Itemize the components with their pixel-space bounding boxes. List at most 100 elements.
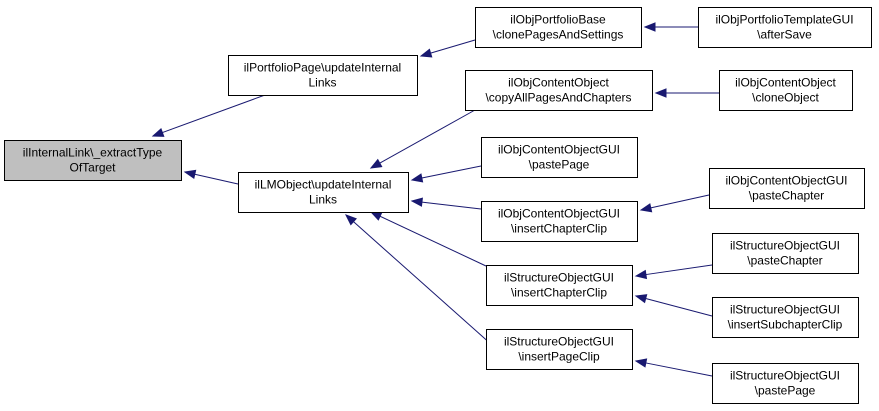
node-label-line: ilObjContentObjectGUI [498, 143, 620, 157]
edge-line [353, 221, 493, 346]
node-box [486, 329, 633, 370]
graph-node[interactable]: ilStructureObjectGUI\insertSubchapterCli… [712, 297, 859, 338]
node-box [712, 297, 859, 338]
arrowhead-icon [410, 197, 423, 207]
node-label-line: \pasteChapter [747, 254, 822, 268]
edge-n8-n4 [410, 197, 482, 210]
node-label-line: ilObjContentObjectGUI [725, 174, 847, 188]
node-label-line: ilObjPortfolioTemplateGUI [715, 13, 853, 27]
edges-layer [151, 22, 719, 377]
edge-n6-n5 [654, 88, 719, 98]
node-label-line: ilInternalLink\_extractType [23, 146, 163, 160]
edge-line [162, 94, 266, 134]
edge-line [421, 201, 482, 210]
arrowhead-icon [419, 48, 433, 58]
graph-node[interactable]: ilObjPortfolioTemplateGUI\afterSave [698, 7, 872, 48]
node-label-line: ilObjContentObject [735, 76, 836, 90]
node-label-line: ilStructureObjectGUI [504, 271, 614, 285]
arrowhead-icon [634, 269, 648, 280]
edge-line [650, 194, 710, 209]
arrowhead-icon [654, 88, 667, 98]
node-label-line: \pastePage [755, 384, 816, 398]
node-label-line: ilObjContentObjectGUI [498, 207, 620, 221]
arrowhead-icon [151, 127, 165, 137]
node-box [481, 201, 638, 242]
graph-node[interactable]: ilStructureObjectGUI\insertChapterClip [486, 265, 633, 306]
edge-line [421, 165, 482, 179]
graph-node[interactable]: ilObjContentObject\copyAllPagesAndChapte… [465, 70, 653, 111]
node-box [486, 265, 633, 306]
node-label-line: \insertChapterClip [511, 222, 607, 236]
node-box [238, 172, 409, 213]
arrowhead-icon [639, 203, 653, 213]
graph-node[interactable]: ilStructureObjectGUI\pastePage [712, 363, 859, 404]
arrowhead-icon [344, 214, 357, 226]
node-label-line: ilLMObject\updateInternal [255, 178, 392, 192]
node-label-line: \clonePagesAndSettings [493, 28, 624, 42]
node-label-line: Links [308, 76, 336, 90]
edge-line [430, 39, 476, 54]
edge-n7-n4 [410, 165, 482, 183]
node-box [712, 233, 859, 274]
node-box [719, 70, 853, 111]
node-label-line: \pasteChapter [749, 189, 824, 203]
node-box [481, 137, 638, 178]
edge-n3-n2 [643, 22, 698, 32]
arrowhead-icon [369, 211, 383, 221]
edge-n4-n0 [183, 169, 239, 185]
node-box [465, 70, 653, 111]
edge-line [645, 298, 713, 317]
arrowhead-icon [410, 173, 424, 183]
graph-node[interactable]: ilStructureObjectGUI\pasteChapter [712, 233, 859, 274]
node-label-line: ilStructureObjectGUI [504, 335, 614, 349]
node-label-line: OfTarget [69, 161, 116, 175]
arrowhead-icon [634, 294, 648, 304]
node-box [712, 363, 859, 404]
node-label-line: ilObjContentObject [508, 76, 609, 90]
node-label-line: \insertChapterClip [511, 286, 607, 300]
arrowhead-icon [634, 358, 648, 368]
arrowhead-icon [643, 22, 656, 32]
edge-line [645, 264, 713, 276]
edge-line [194, 173, 239, 185]
edge-line [645, 362, 713, 377]
node-box [228, 55, 418, 96]
node-label-line: ilObjPortfolioBase [510, 13, 606, 27]
graph-node[interactable]: ilObjPortfolioBase\clonePagesAndSettings [475, 7, 642, 48]
node-label-line: \afterSave [757, 28, 812, 42]
edge-line [379, 109, 476, 164]
node-label-line: \cloneObject [752, 91, 819, 105]
graph-node[interactable]: ilObjContentObjectGUI\insertChapterClip [481, 201, 638, 242]
node-box [698, 7, 872, 48]
graph-node[interactable]: ilStructureObjectGUI\insertPageClip [486, 329, 633, 370]
node-label-line: \copyAllPagesAndChapters [485, 91, 631, 105]
graph-node[interactable]: ilObjContentObject\cloneObject [719, 70, 853, 111]
graph-node[interactable]: ilObjContentObjectGUI\pasteChapter [709, 168, 865, 209]
node-box [4, 140, 182, 181]
arrowhead-icon [183, 169, 197, 179]
node-box [475, 7, 642, 48]
edge-n14-n13 [634, 358, 713, 377]
node-label-line: ilStructureObjectGUI [730, 239, 840, 253]
edge-n2-n1 [419, 39, 476, 58]
node-label-line: ilStructureObjectGUI [730, 303, 840, 317]
edge-n10-n4 [369, 211, 487, 267]
edge-n1-n0 [151, 94, 266, 137]
node-label-line: \insertPageClip [518, 350, 600, 364]
edge-n13-n4 [344, 214, 493, 346]
node-label-line: ilPortfolioPage\updateInternal [244, 61, 401, 75]
edge-n11-n10 [634, 264, 713, 280]
node-label-line: \insertSubchapterClip [728, 318, 843, 332]
node-label-line: ilStructureObjectGUI [730, 369, 840, 383]
arrowhead-icon [369, 158, 383, 169]
edge-n9-n8 [639, 194, 710, 213]
graph-node[interactable]: ilObjContentObjectGUI\pastePage [481, 137, 638, 178]
edge-n5-n4 [369, 109, 476, 169]
edge-n12-n10 [634, 294, 713, 317]
node-label-line: Links [309, 193, 337, 207]
